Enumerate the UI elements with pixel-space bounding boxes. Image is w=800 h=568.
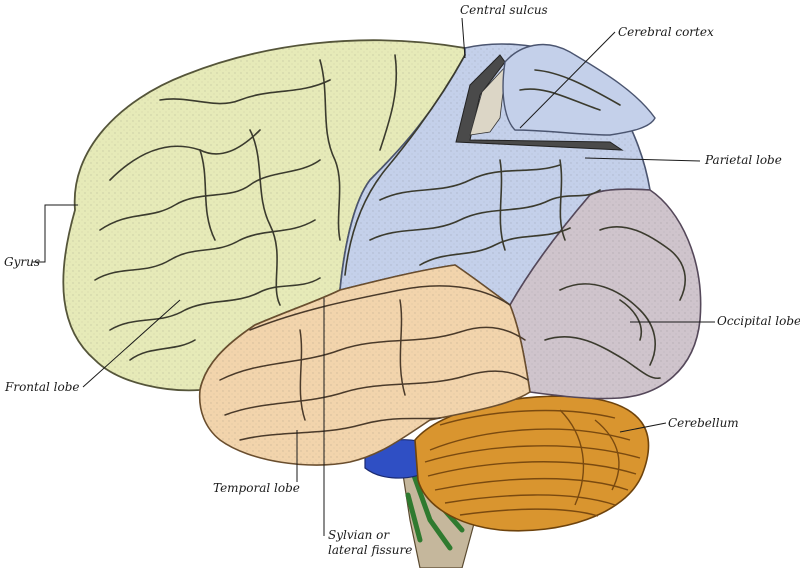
sylvian-fissure-line (249, 285, 511, 331)
cortex-cutaway (455, 54, 624, 151)
parietal-gyri (369, 159, 601, 266)
leader-lines (32, 17, 715, 536)
central-sulcus-line (344, 54, 466, 276)
label-parietal-lobe: Parietal lobe (705, 153, 782, 167)
label-cerebellum: Cerebellum (668, 416, 739, 430)
cerebellum-folia (424, 409, 641, 517)
temporal-gyri (219, 299, 529, 441)
label-sylvian-line2: lateral fissure (328, 543, 413, 557)
label-frontal-lobe: Frontal lobe (5, 380, 80, 394)
frontal-gyri (94, 54, 398, 361)
label-temporal-lobe: Temporal lobe (213, 481, 300, 495)
occipital-gyri (544, 226, 686, 380)
label-cerebral-cortex: Cerebral cortex (618, 25, 714, 39)
cortex-flap (502, 43, 656, 136)
label-occipital-lobe: Occipital lobe (717, 314, 800, 328)
label-central-sulcus: Central sulcus (460, 3, 548, 17)
label-sylvian-line1: Sylvian or (328, 528, 390, 542)
label-gyrus: Gyrus (4, 255, 40, 269)
